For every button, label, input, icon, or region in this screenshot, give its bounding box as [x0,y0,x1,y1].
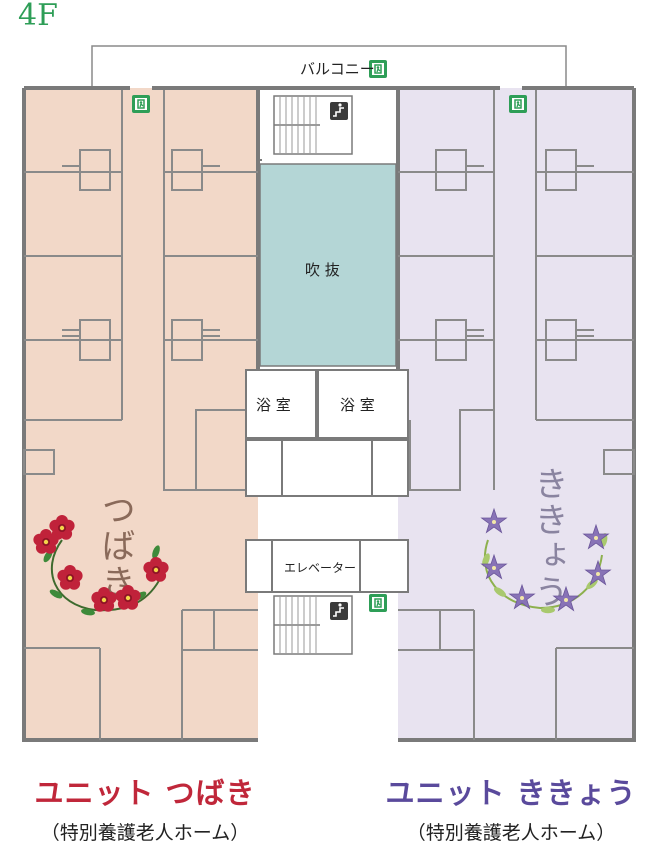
unit-kikyou-subtitle: （特別養護老人ホーム） [406,822,616,844]
unit-tsubaki-area [24,88,258,740]
camellia-wreath [33,515,169,617]
balcony-rail [91,45,567,88]
exit-sign-icon [368,593,388,613]
core-rooms [245,369,409,593]
floor-plan: バルコニー 吹 抜 浴 室 浴 室 エレベーター つばき ききょう [22,45,636,742]
unit-kikyou-name: ユニット ききょう [385,776,637,810]
unit-tsubaki-subtitle: （特別養護老人ホーム） [40,822,250,844]
atrium [259,163,397,367]
exit-sign-icon [508,94,528,114]
exit-sign-icon [131,94,151,114]
bellflower-wreath [480,508,611,614]
kikyou-rooms [398,90,635,740]
elevator-label: エレベーター [284,561,356,575]
stairs-icon [273,595,353,655]
bath-left-label: 浴 室 [256,396,291,414]
atrium-label: 吹 抜 [305,261,340,279]
balcony-label: バルコニー [300,60,375,78]
stairs-icon [273,95,353,155]
unit-kikyou-area [398,88,634,740]
unit-tsubaki-name: ユニット つばき [34,776,256,810]
tsubaki-floor-label: つばき [95,492,135,600]
bath-right [317,369,409,439]
floor-label: 4F [18,0,58,33]
tsubaki-rooms [23,90,258,740]
kikyou-floor-label: ききょう [528,466,568,610]
exterior-walls [22,86,636,742]
bath-right-label: 浴 室 [340,396,375,414]
bath-left [245,369,317,439]
